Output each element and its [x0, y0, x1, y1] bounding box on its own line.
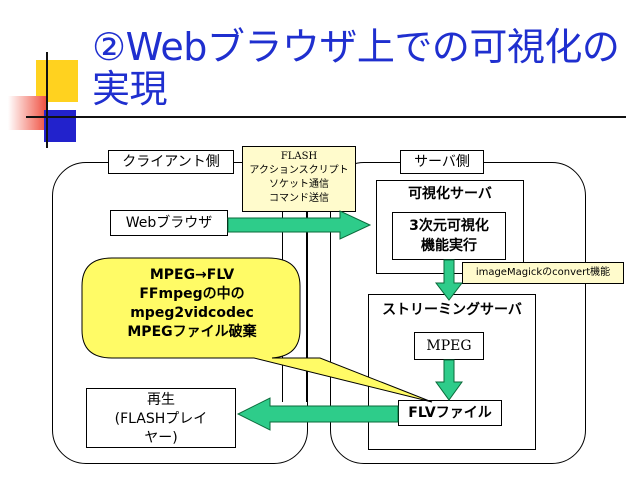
arrow-vis-to-streaming	[434, 259, 464, 301]
flash-note-line4: コマンド送信	[269, 193, 329, 204]
callout-text: MPEG→FLV FFmpegの中の mpeg2vidcodec MPEGファイ…	[90, 266, 294, 342]
decoration-horizontal-line	[26, 116, 626, 118]
flv-file-label: FLVファイル	[408, 405, 492, 421]
web-browser-box: Webブラウザ	[110, 210, 228, 236]
vis-server-label: 可視化サーバ	[408, 186, 492, 202]
playback-box: 再生 (FLASHプレイ ヤー)	[86, 388, 236, 448]
decoration-red-square	[8, 96, 48, 130]
imagemagick-label: imageMagickのconvert機能	[475, 267, 611, 278]
playback-line1: 再生	[147, 392, 175, 408]
callout-line4: MPEGファイル破棄	[127, 324, 257, 340]
playback-line3: ヤー)	[144, 430, 178, 446]
flash-note-line3: ソケット通信	[269, 179, 329, 190]
callout-line3: mpeg2vidcodec	[130, 305, 254, 321]
vis-function-box: 3次元可視化 機能実行	[392, 212, 506, 260]
note-connector-right	[306, 212, 307, 402]
vis-function-line2: 機能実行	[421, 238, 477, 254]
vis-function-line1: 3次元可視化	[409, 218, 489, 234]
slide-title: ②Webブラウザ上での可視化の 実現	[92, 26, 632, 110]
client-header: クライアント側	[108, 150, 234, 174]
server-header: サーバ側	[400, 150, 484, 174]
slide-title-line2: 実現	[92, 67, 168, 111]
web-browser-label: Webブラウザ	[125, 215, 213, 231]
streaming-server-label: ストリーミングサーバ	[382, 302, 522, 318]
callout-bubble	[81, 257, 433, 403]
slide-title-line1: ②Webブラウザ上での可視化の	[92, 25, 620, 69]
flash-note: FLASH アクションスクリプト ソケット通信 コマンド送信	[242, 146, 356, 212]
callout-line2: FFmpegの中の	[139, 286, 245, 302]
flash-note-line1: FLASH	[280, 151, 318, 162]
decoration-blue-square	[44, 110, 76, 142]
mpeg-label: MPEG	[426, 338, 472, 354]
playback-line2: (FLASHプレイ	[114, 411, 208, 427]
flv-file-box: FLVファイル	[398, 400, 502, 426]
decoration-vertical-line	[46, 52, 48, 148]
arrow-browser-to-vis	[227, 210, 372, 240]
arrow-flv-to-playback	[236, 397, 399, 431]
flash-note-line2: アクションスクリプト	[249, 165, 349, 176]
mpeg-box: MPEG	[414, 332, 484, 360]
imagemagick-note: imageMagickのconvert機能	[462, 262, 624, 284]
decoration-yellow-square	[36, 60, 78, 102]
callout-line1: MPEG→FLV	[149, 267, 235, 283]
arrow-mpeg-to-flv	[435, 359, 463, 401]
